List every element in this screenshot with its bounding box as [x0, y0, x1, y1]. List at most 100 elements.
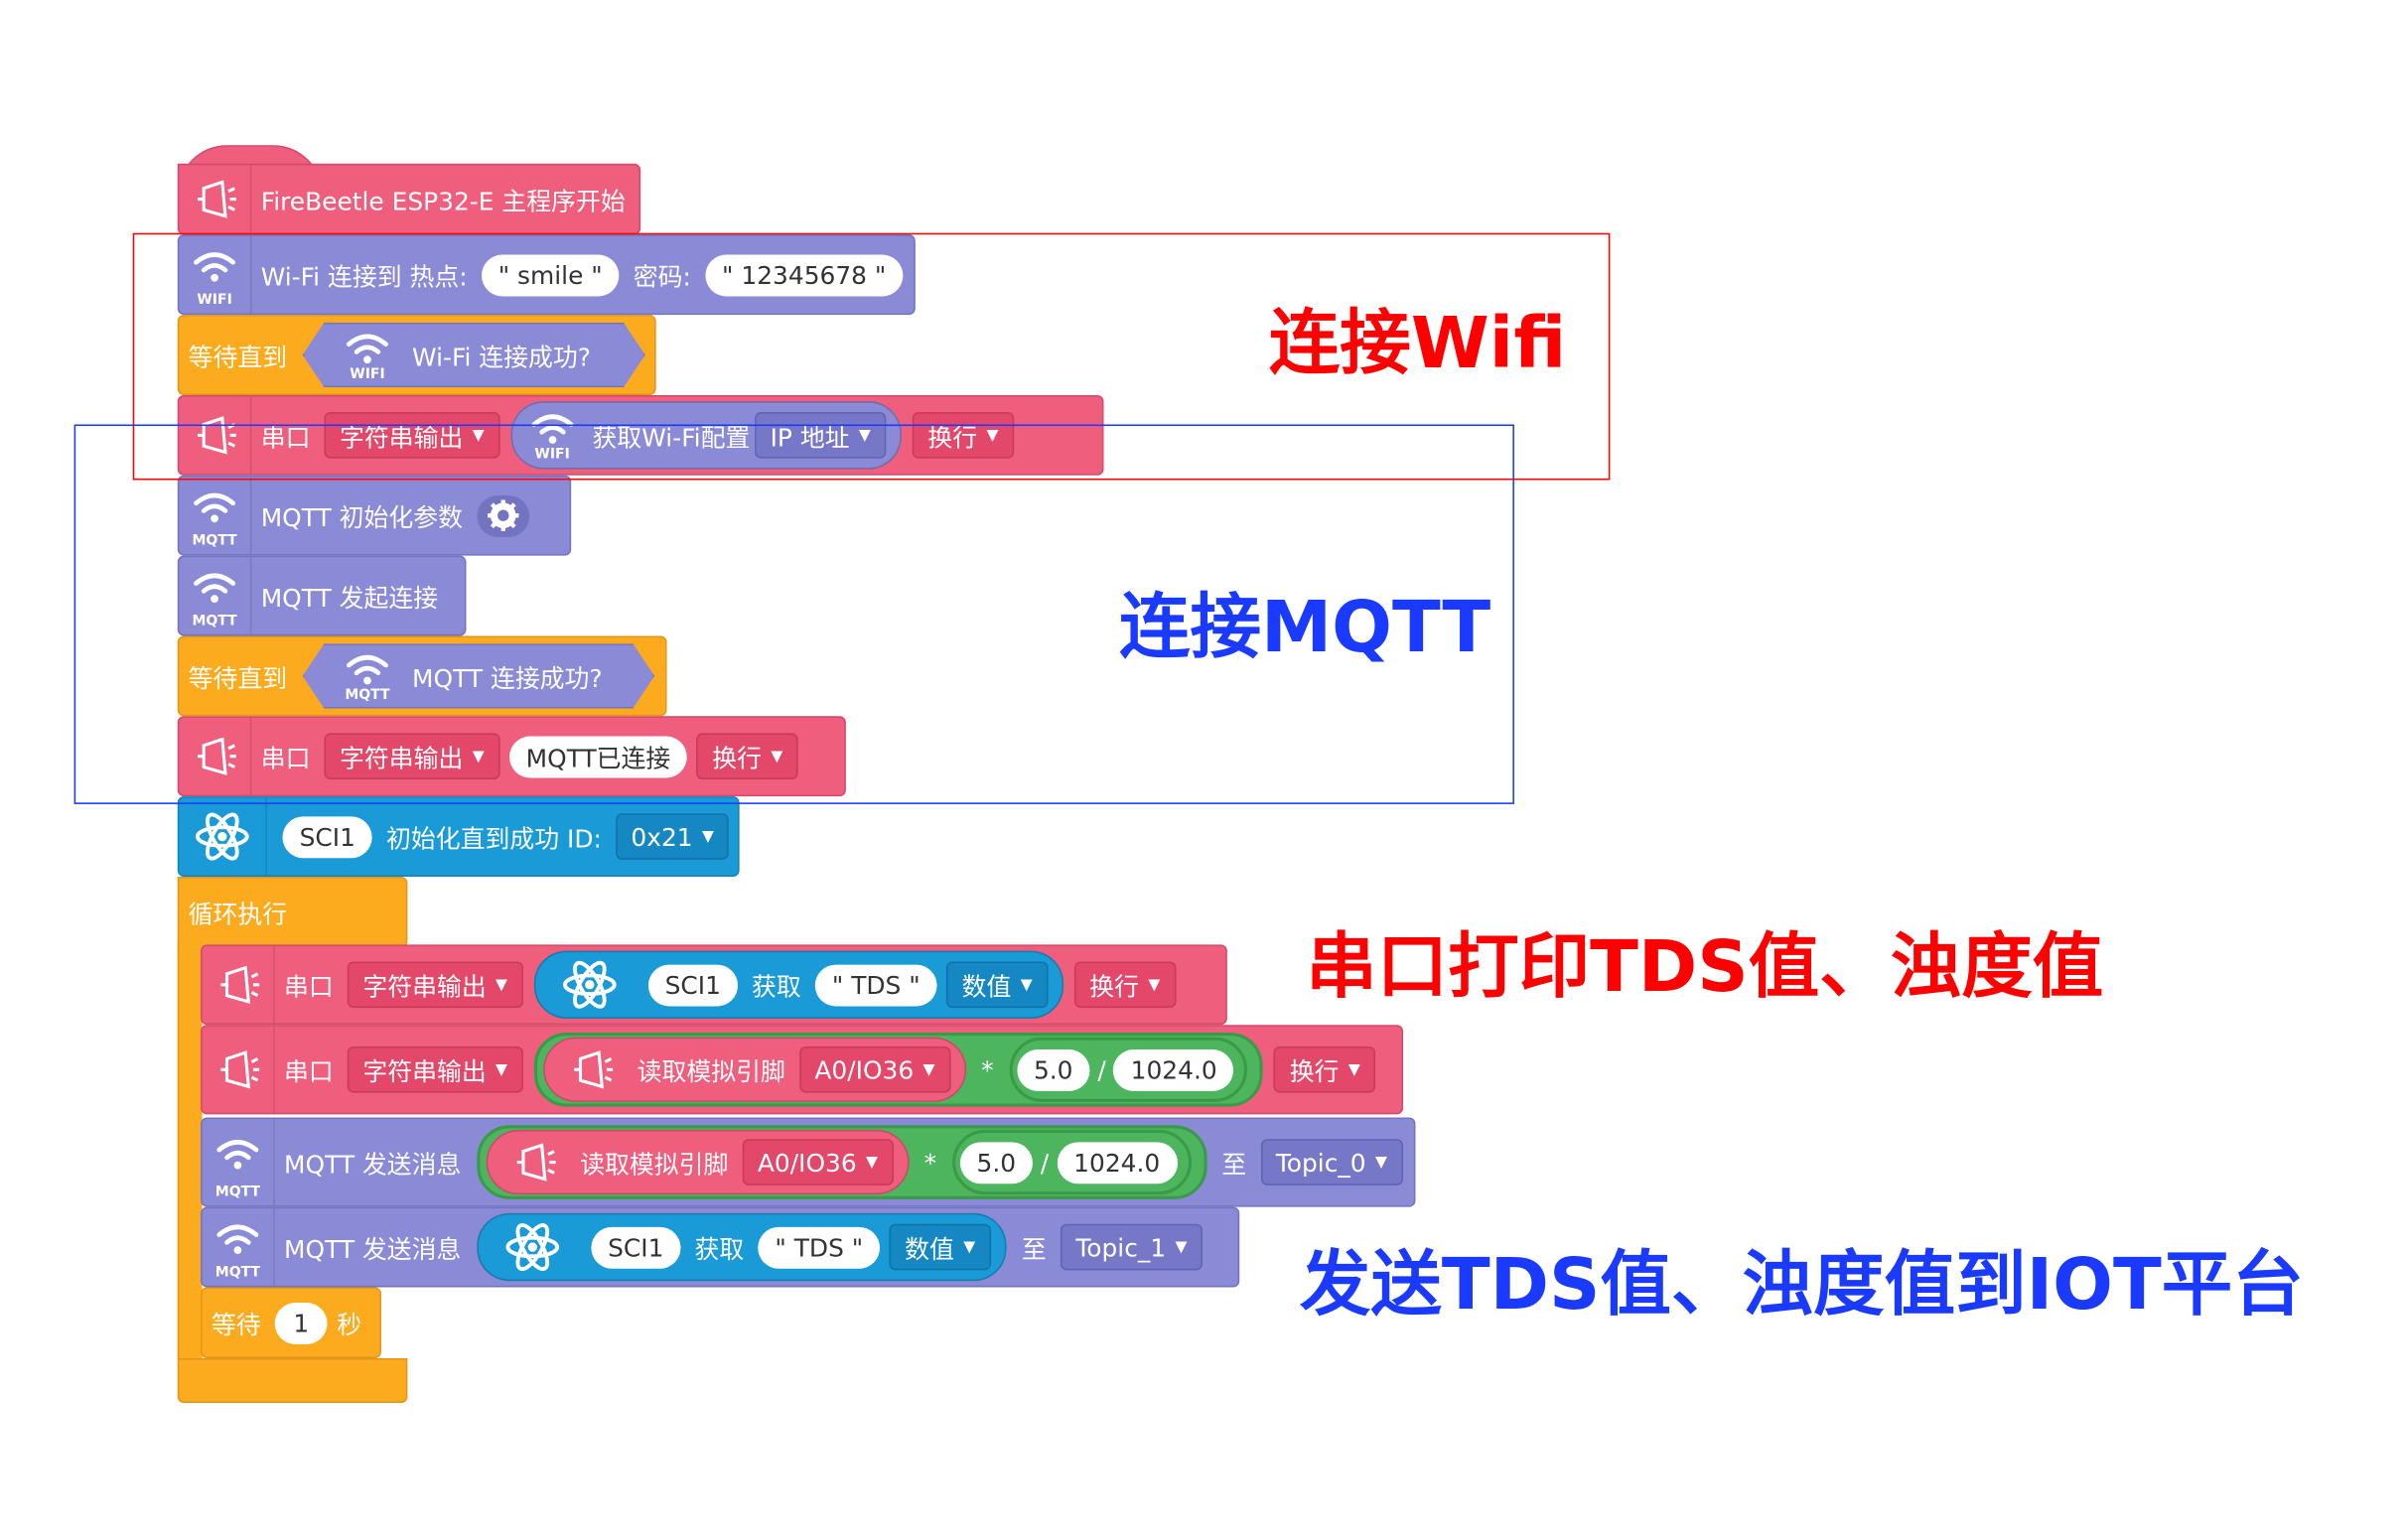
wifi-icon: WIFI — [512, 403, 593, 468]
sci-init-block[interactable]: SCI1 初始化直到成功 ID: 0x21 ▼ — [177, 796, 740, 877]
wifi-connect-label: Wi-Fi 连接到 热点: — [260, 262, 468, 292]
loop-block-footer — [177, 1357, 408, 1404]
firebeetle-icon — [203, 945, 275, 1024]
serial-analog-block[interactable]: 串口 字符串输出▼ 读取模拟引脚 A0/IO36▼ * 5.0 / 1024.0… — [201, 1025, 1404, 1115]
analog-read-reporter[interactable]: 读取模拟引脚 A0/IO36▼ — [542, 1037, 966, 1102]
mqtt-connected-condition[interactable]: MQTT MQTT 连接成功? — [303, 643, 654, 708]
main-start-block[interactable]: FireBeetle ESP32-E 主程序开始 — [177, 163, 641, 235]
newline-dropdown[interactable]: 换行 ▼ — [696, 733, 798, 780]
newline-dropdown[interactable]: 换行▼ — [1274, 1045, 1376, 1093]
serial-mode-dropdown[interactable]: 字符串输出▼ — [347, 1045, 523, 1093]
wifi-connected-condition[interactable]: WIFI Wi-Fi 连接成功? — [303, 323, 645, 387]
mqtt-icon-label: MQTT — [214, 1185, 261, 1201]
serial-mode-dropdown[interactable]: 字符串输出▼ — [324, 733, 500, 780]
atom-icon — [535, 952, 643, 1017]
sci-get-reporter[interactable]: SCI1 获取 " TDS " 数值▼ — [533, 950, 1063, 1019]
firebeetle-icon — [544, 1039, 637, 1100]
mqtt-icon-label: MQTT — [214, 1265, 261, 1282]
caret-down-icon: ▼ — [472, 748, 485, 766]
get-wifi-config-label: 获取Wi-Fi配置 — [592, 422, 751, 453]
sci-id-value: 0x21 — [631, 821, 693, 852]
field-dropdown[interactable]: 数值▼ — [889, 1223, 991, 1271]
caret-down-icon: ▼ — [496, 1060, 508, 1078]
topic-dropdown[interactable]: Topic_1 ▼ — [1060, 1223, 1203, 1271]
multiply-reporter[interactable]: 读取模拟引脚 A0/IO36▼ * 5.0 / 1024.0 — [533, 1032, 1264, 1107]
pin-value: A0/IO36 — [757, 1147, 857, 1178]
serial-mqtt-block[interactable]: 串口 字符串输出▼ MQTT已连接 换行▼ — [177, 716, 846, 797]
mqtt-send-analog-block[interactable]: MQTT MQTT 发送消息 读取模拟引脚 A0/IO36▼ * 5.0 / 1… — [201, 1117, 1416, 1207]
wifi-icon-label: WIFI — [534, 447, 570, 464]
mqtt-connect-label: MQTT 发起连接 — [260, 583, 439, 614]
firebeetle-icon — [179, 717, 252, 795]
analog-read-label: 读取模拟引脚 — [580, 1150, 729, 1180]
topic-dropdown[interactable]: Topic_0▼ — [1260, 1139, 1403, 1185]
loop-label: 循环执行 — [188, 900, 288, 929]
serial-mode-dropdown[interactable]: 字符串输出▼ — [324, 412, 500, 459]
divide-operator: / — [1097, 1054, 1106, 1085]
newline-value: 换行 — [712, 744, 763, 773]
topic-value: Topic_1 — [1075, 1232, 1167, 1262]
caret-down-icon: ▼ — [1175, 1238, 1188, 1256]
pin-dropdown[interactable]: A0/IO36▼ — [742, 1139, 894, 1185]
mqtt-connect-block[interactable]: MQTT MQTT 发起连接 — [177, 555, 467, 636]
sci-init-label: 初始化直到成功 ID: — [385, 824, 602, 854]
mqtt-icon: MQTT — [179, 477, 252, 555]
pin-dropdown[interactable]: A0/IO36▼ — [798, 1045, 951, 1093]
mqtt-icon: MQTT — [203, 1208, 275, 1286]
serial-ip-block[interactable]: 串口 字符串输出▼ WIFI 获取Wi-Fi配置 IP 地址▼ 换行▼ — [177, 394, 1104, 476]
serial-tds-block[interactable]: 串口 字符串输出▼ SCI1 获取 " TDS " 数值▼ 换行▼ — [201, 944, 1227, 1026]
analog-read-reporter[interactable]: 读取模拟引脚 A0/IO36▼ — [486, 1129, 910, 1195]
divide-right-input[interactable]: 1024.0 — [1113, 1048, 1234, 1091]
tds-key-input[interactable]: " TDS " — [814, 963, 937, 1006]
gear-icon — [487, 499, 519, 531]
wait-seconds-block[interactable]: 等待 1 秒 — [201, 1287, 381, 1358]
divide-left-input[interactable]: 5.0 — [959, 1141, 1034, 1184]
serial-mode-dropdown[interactable]: 字符串输出▼ — [347, 961, 523, 1009]
ip-address-dropdown[interactable]: IP 地址▼ — [755, 412, 887, 459]
sci-get-reporter[interactable]: SCI1 获取 " TDS " 数值▼ — [476, 1212, 1007, 1282]
sci-port-input[interactable]: SCI1 — [591, 1226, 681, 1269]
topic-value: Topic_0 — [1275, 1147, 1366, 1178]
sci-port-input[interactable]: SCI1 — [282, 815, 372, 858]
loop-block-header[interactable]: 循环执行 — [177, 876, 408, 948]
caret-down-icon: ▼ — [922, 1060, 935, 1078]
serial-text-input[interactable]: MQTT已连接 — [508, 735, 688, 777]
sci-id-dropdown[interactable]: 0x21 ▼ — [615, 813, 730, 860]
divide-right-input[interactable]: 1024.0 — [1057, 1141, 1178, 1184]
wait-value-input[interactable]: 1 — [274, 1302, 328, 1344]
divide-reporter[interactable]: 5.0 / 1024.0 — [1009, 1037, 1248, 1102]
field-dropdown[interactable]: 数值▼ — [946, 961, 1049, 1009]
settings-button[interactable] — [476, 494, 529, 537]
wait-until-label: 等待直到 — [188, 663, 288, 693]
multiply-reporter[interactable]: 读取模拟引脚 A0/IO36▼ * 5.0 / 1024.0 — [476, 1125, 1206, 1199]
wait-until-label: 等待直到 — [188, 343, 288, 372]
serial-label: 串口 — [284, 972, 334, 1002]
serial-label: 串口 — [284, 1056, 334, 1087]
newline-dropdown[interactable]: 换行▼ — [912, 412, 1015, 459]
mqtt-icon-label: MQTT — [192, 614, 237, 630]
mqtt-init-block[interactable]: MQTT MQTT 初始化参数 — [177, 475, 572, 556]
serial-annotation: 串口打印TDS值、浊度值 — [1306, 924, 2104, 1009]
divide-left-input[interactable]: 5.0 — [1016, 1048, 1090, 1091]
password-input[interactable]: " 12345678 " — [704, 253, 904, 296]
newline-dropdown[interactable]: 换行▼ — [1073, 961, 1176, 1009]
multiply-operator: * — [923, 1147, 937, 1178]
sci-get-label: 获取 — [751, 972, 801, 1002]
caret-down-icon: ▼ — [771, 748, 783, 766]
multiply-operator: * — [981, 1054, 994, 1085]
divide-reporter[interactable]: 5.0 / 1024.0 — [951, 1129, 1192, 1195]
wifi-annotation-box — [132, 232, 1611, 481]
sci-port-input[interactable]: SCI1 — [647, 963, 739, 1006]
wifi-condition-icon: WIFI — [332, 323, 403, 387]
get-wifi-config-reporter[interactable]: WIFI 获取Wi-Fi配置 IP 地址▼ — [510, 401, 902, 470]
caret-down-icon: ▼ — [701, 827, 714, 846]
mqtt-send-tds-block[interactable]: MQTT MQTT 发送消息 SCI1 获取 " TDS " 数值▼ 至 Top… — [201, 1206, 1240, 1288]
mqtt-condition-icon-label: MQTT — [345, 688, 390, 704]
caret-down-icon: ▼ — [1347, 1060, 1360, 1078]
caret-down-icon: ▼ — [472, 426, 485, 444]
to-label: 至 — [1021, 1234, 1047, 1265]
tds-key-input[interactable]: " TDS " — [758, 1226, 881, 1269]
mqtt-icon: MQTT — [203, 1119, 275, 1206]
wifi-connect-block[interactable]: WIFI Wi-Fi 连接到 热点: " smile " 密码: " 12345… — [177, 234, 916, 316]
ssid-input[interactable]: " smile " — [481, 253, 620, 296]
